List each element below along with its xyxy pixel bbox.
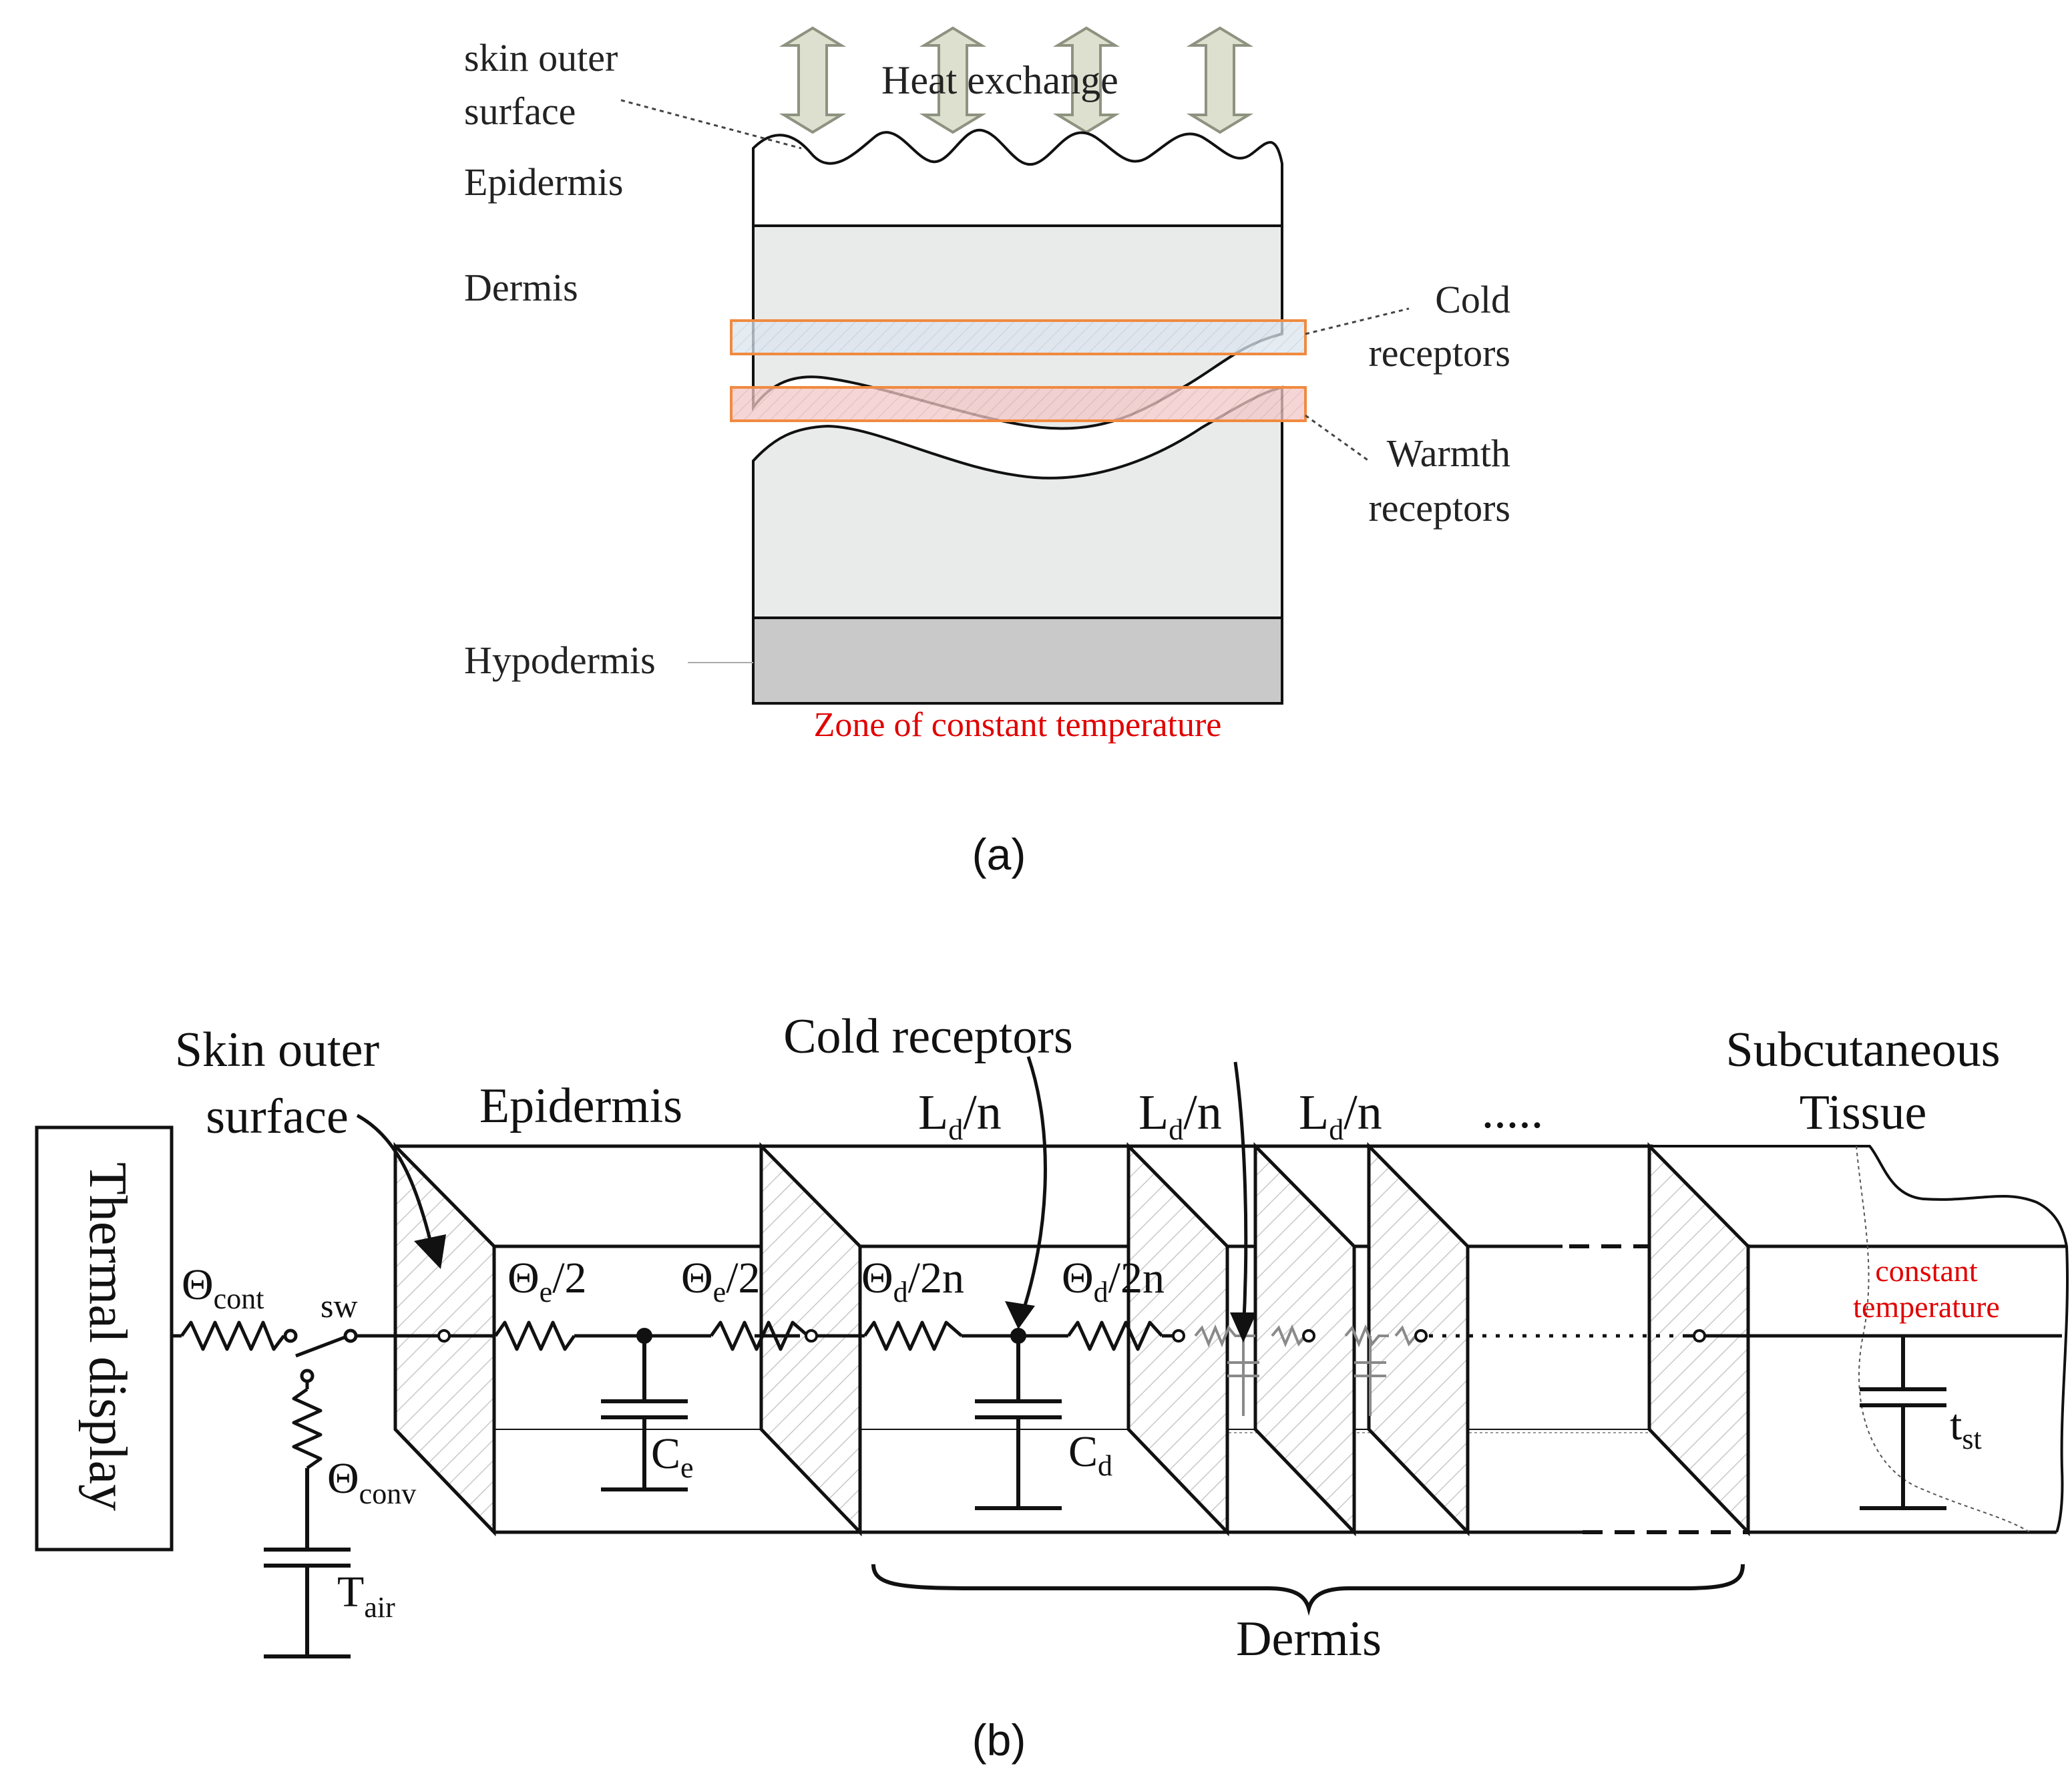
tair-label: Tair (337, 1568, 395, 1624)
skin-outer-surface-line2: surface (464, 90, 576, 133)
constant-temperature-line1: constant (1875, 1254, 1978, 1288)
epidermis-label-a: Epidermis (464, 160, 623, 204)
leader-cold (1305, 307, 1410, 335)
capacitor-ce (601, 1336, 688, 1491)
heat-arrow-1 (779, 26, 847, 134)
cold-receptors-label-b: Cold receptors (783, 1009, 1073, 1064)
capacitor-tst (1860, 1336, 1946, 1510)
constant-temperature-line2: temperature (1853, 1290, 2000, 1324)
ce-label: Ce (651, 1429, 694, 1484)
capacitor-cd (975, 1336, 1062, 1510)
cd-label: Cd (1068, 1427, 1112, 1482)
faint-components (1194, 1324, 1417, 1416)
theta-e-half-label-1: Θe/2 (507, 1254, 587, 1308)
cold-receptors-line2: receptors (1368, 331, 1510, 375)
dermis-brace (871, 1564, 1745, 1616)
zone-constant-temperature-label: Zone of constant temperature (814, 706, 1222, 744)
warm-receptor-band (730, 386, 1307, 422)
resistor-theta-conv (292, 1387, 323, 1470)
resistor-theta-d-1 (863, 1320, 963, 1351)
warmth-receptors-line2: receptors (1368, 486, 1510, 530)
sw-label: sw (321, 1287, 358, 1324)
ld-n-label-2: Ld/n (1138, 1085, 1222, 1146)
hypodermis-label: Hypodermis (464, 639, 656, 682)
leader-skin-surface (620, 99, 802, 150)
thermal-display-box (35, 1125, 174, 1552)
subcutaneous-line2: Tissue (1800, 1085, 1927, 1140)
resistor-theta-e-2 (709, 1320, 809, 1351)
nodes (437, 1328, 1706, 1344)
subcutaneous-line1: Subcutaneous (1725, 1023, 2000, 1077)
leader-warm (1305, 414, 1370, 462)
ld-n-label-1: Ld/n (918, 1085, 1002, 1146)
resistors (180, 1320, 1163, 1470)
capacitors (264, 1336, 1946, 1658)
epidermis-label-b: Epidermis (479, 1079, 682, 1133)
resistor-theta-e-1 (493, 1320, 576, 1351)
heat-arrow-4 (1186, 26, 1254, 134)
cold-receptors-line1: Cold (1435, 278, 1510, 321)
hypodermis-layer (752, 616, 1283, 705)
theta-e-half-label-2: Θe/2 (681, 1254, 761, 1308)
ld-n-label-3: Ld/n (1299, 1085, 1382, 1146)
dermis-label-a: Dermis (464, 266, 578, 309)
panel-b: Thermal display (35, 1009, 2069, 1765)
skin-outer-surface-b-line1: Skin outer (175, 1023, 379, 1077)
heat-arrows (779, 26, 1254, 134)
capacitor-tair (264, 1468, 351, 1658)
dermis-label-b: Dermis (1236, 1612, 1382, 1666)
caption-a: (a) (972, 830, 1026, 879)
dashed-continuations (1569, 1244, 1749, 1534)
cold-receptor-band (730, 319, 1307, 355)
annotation-arrows (356, 1056, 1248, 1333)
arrowheads (414, 1234, 1257, 1343)
dots-label: ..... (1482, 1084, 1544, 1139)
resistor-theta-cont (180, 1320, 285, 1351)
constant-temperature-boundary (1856, 1145, 2031, 1533)
theta-conv-label: Θconv (327, 1454, 416, 1510)
skin-outer-surface-b-line2: surface (206, 1089, 349, 1144)
tst-label: tst (1950, 1401, 1982, 1455)
panel-a: skin outer surface Heat exchange Epiderm… (464, 26, 1510, 879)
thermal-display-label: Thermal display (78, 1162, 137, 1511)
resistor-theta-d-2 (1066, 1320, 1163, 1351)
warmth-receptors-line1: Warmth (1387, 431, 1510, 475)
caption-b: (b) (972, 1715, 1026, 1765)
theta-d-2n-label-2: Θd/2n (1062, 1254, 1165, 1308)
epidermis-layer (752, 128, 1283, 227)
subcutaneous-wavy-edge (1653, 1145, 2069, 1533)
heat-arrow-2 (919, 26, 987, 134)
theta-cont-label: Θcont (182, 1260, 264, 1315)
heat-exchange-label: Heat exchange (881, 58, 1118, 102)
switch-sw (283, 1328, 358, 1389)
theta-d-2n-label-1: Θd/2n (861, 1254, 964, 1308)
skin-outer-surface-line1: skin outer (464, 36, 618, 79)
